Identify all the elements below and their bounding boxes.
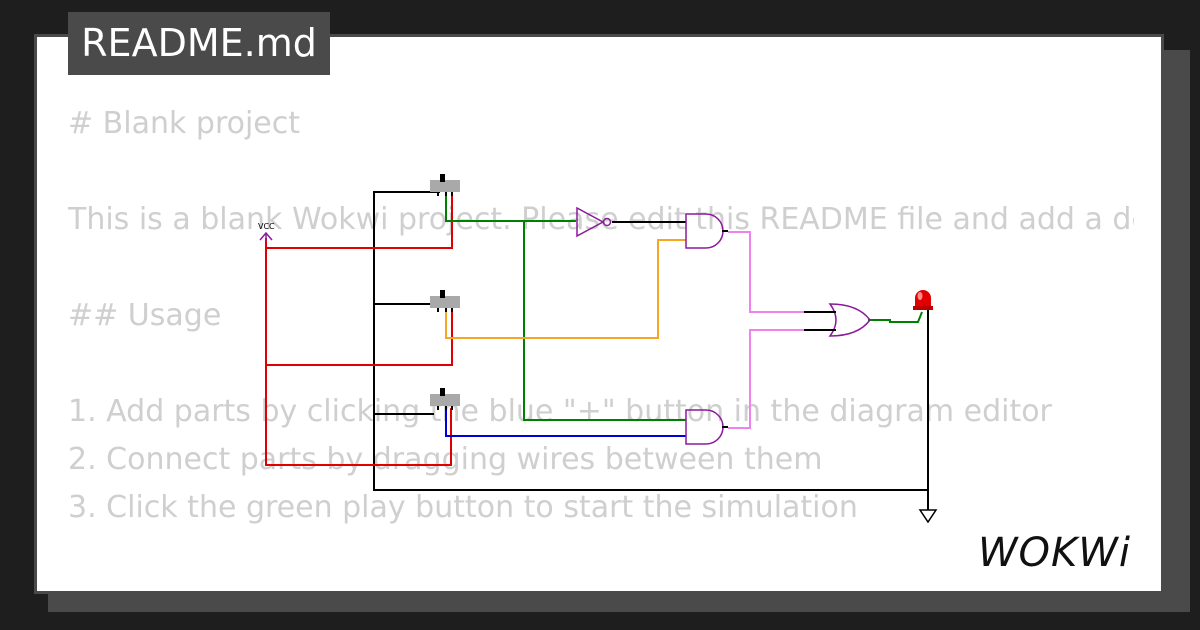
wire-blue bbox=[445, 408, 686, 437]
wire-black bbox=[373, 191, 929, 510]
ground-symbol bbox=[918, 509, 938, 524]
logo-text: WOKWi bbox=[978, 530, 1131, 576]
wire-red bbox=[265, 194, 453, 466]
readme-line: 2. Connect parts by dragging wires betwe… bbox=[68, 442, 823, 477]
and-gate-1[interactable] bbox=[685, 213, 724, 249]
readme-line: 1. Add parts by clicking the blue "+" bu… bbox=[68, 394, 1052, 429]
readme-text: # Blank project This is a blank Wokwi pr… bbox=[68, 100, 1134, 570]
switch-2[interactable] bbox=[430, 290, 460, 312]
red-led[interactable] bbox=[913, 290, 933, 310]
or-gate[interactable] bbox=[828, 303, 871, 337]
wire-pink bbox=[728, 231, 804, 429]
readme-line: 3. Click the green play button to start … bbox=[68, 490, 858, 525]
readme-line: This is a blank Wokwi project. Please ed… bbox=[68, 202, 1134, 237]
not-gate[interactable] bbox=[576, 206, 612, 238]
switch-3[interactable] bbox=[430, 388, 460, 410]
readme-line: # Blank project bbox=[68, 106, 301, 141]
vcc-symbol: VCC bbox=[258, 222, 275, 242]
wire-green bbox=[523, 221, 686, 421]
wire-green bbox=[868, 311, 923, 323]
switch-1[interactable] bbox=[430, 174, 460, 196]
readme-card bbox=[34, 34, 1164, 594]
readme-tab[interactable]: README.md bbox=[68, 12, 330, 75]
and-gate-2[interactable] bbox=[685, 409, 724, 445]
vcc-label: VCC bbox=[258, 222, 275, 231]
wokwi-logo: WOKWi bbox=[978, 530, 1131, 576]
wire-orange bbox=[445, 239, 686, 339]
readme-line: ## Usage bbox=[68, 298, 222, 333]
wire-green bbox=[445, 194, 576, 222]
